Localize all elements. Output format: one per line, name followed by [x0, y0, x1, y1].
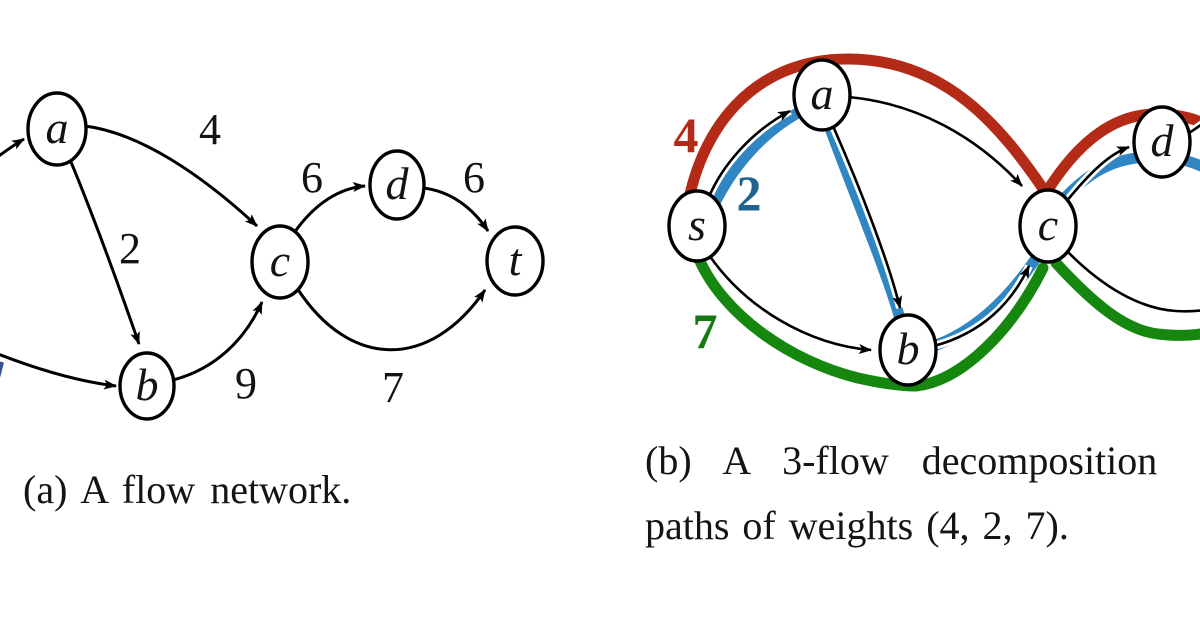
edge-c-d	[292, 181, 366, 234]
panel-a-graph: a b c d t 4 2 9 6 6 7	[0, 91, 545, 421]
edge-b-c2	[933, 265, 1031, 348]
node-b-d	[1132, 105, 1192, 179]
edge-a-b2-case	[829, 124, 904, 309]
edge-in-a	[0, 137, 25, 157]
edge-d-offscreen	[1188, 123, 1200, 135]
weight-a-b: 2	[119, 224, 141, 273]
edge-c-t-offscreen-case	[1063, 247, 1200, 316]
edge-in-b	[0, 353, 117, 390]
flow-weight-red: 4	[674, 107, 699, 163]
panel-a-caption: (a) A flow network.	[23, 467, 352, 512]
weight-d-t: 6	[463, 153, 485, 202]
flow-path-green-ct	[1050, 257, 1200, 341]
edge-a-c2	[847, 95, 1023, 187]
node-a-d-label: d	[386, 158, 410, 209]
edge-c-t-offscreen	[1065, 249, 1200, 313]
edge-a-b2	[831, 125, 903, 309]
node-a-c	[250, 224, 310, 300]
node-a-t	[485, 225, 545, 297]
node-a-b	[118, 351, 176, 421]
node-b-d-label: d	[1151, 115, 1175, 166]
edge-a-c2-case	[847, 93, 1025, 189]
edge-s-b	[705, 251, 872, 354]
flow-weight-blue: 2	[737, 165, 762, 221]
node-a-b-label: b	[136, 359, 159, 410]
edge-s-a	[706, 109, 791, 200]
edge-c-d2	[1064, 145, 1130, 203]
weight-c-d: 6	[301, 153, 323, 202]
node-a-c-label: c	[270, 235, 290, 286]
node-b-b-label: b	[897, 323, 920, 374]
edge-d-t	[422, 186, 490, 232]
flow-path-green-sbc	[693, 253, 1049, 392]
node-b-b	[878, 313, 938, 387]
edge-a-c	[84, 124, 259, 228]
node-a-d	[368, 149, 426, 221]
clipped-edge-weight-sliver	[0, 361, 4, 378]
node-b-c-label: c	[1038, 199, 1058, 250]
edge-c-t	[295, 287, 487, 352]
node-b-c	[1018, 188, 1078, 264]
weight-a-c: 4	[199, 105, 221, 154]
node-b-a	[792, 58, 852, 132]
node-a-t-label: t	[509, 234, 523, 285]
edge-a-b	[69, 161, 141, 345]
weight-c-t: 7	[382, 363, 404, 412]
panel-b-caption-line1: (b) A 3-flow decomposition	[645, 438, 1158, 483]
flow-path-blue-ab	[816, 100, 908, 332]
panel-b-graph: s a b c d 4 2 7	[667, 53, 1200, 392]
node-a-a-label: a	[46, 102, 69, 153]
flow-weight-green: 7	[693, 303, 718, 359]
node-b-s-label: s	[688, 199, 706, 250]
edge-b-c	[172, 301, 264, 382]
node-b-s	[667, 189, 727, 263]
weight-b-c: 9	[235, 359, 257, 408]
panel-b-caption-line2: paths of weights (4, 2, 7).	[645, 503, 1069, 548]
node-a-a	[26, 91, 88, 167]
node-b-a-label: a	[811, 68, 834, 119]
